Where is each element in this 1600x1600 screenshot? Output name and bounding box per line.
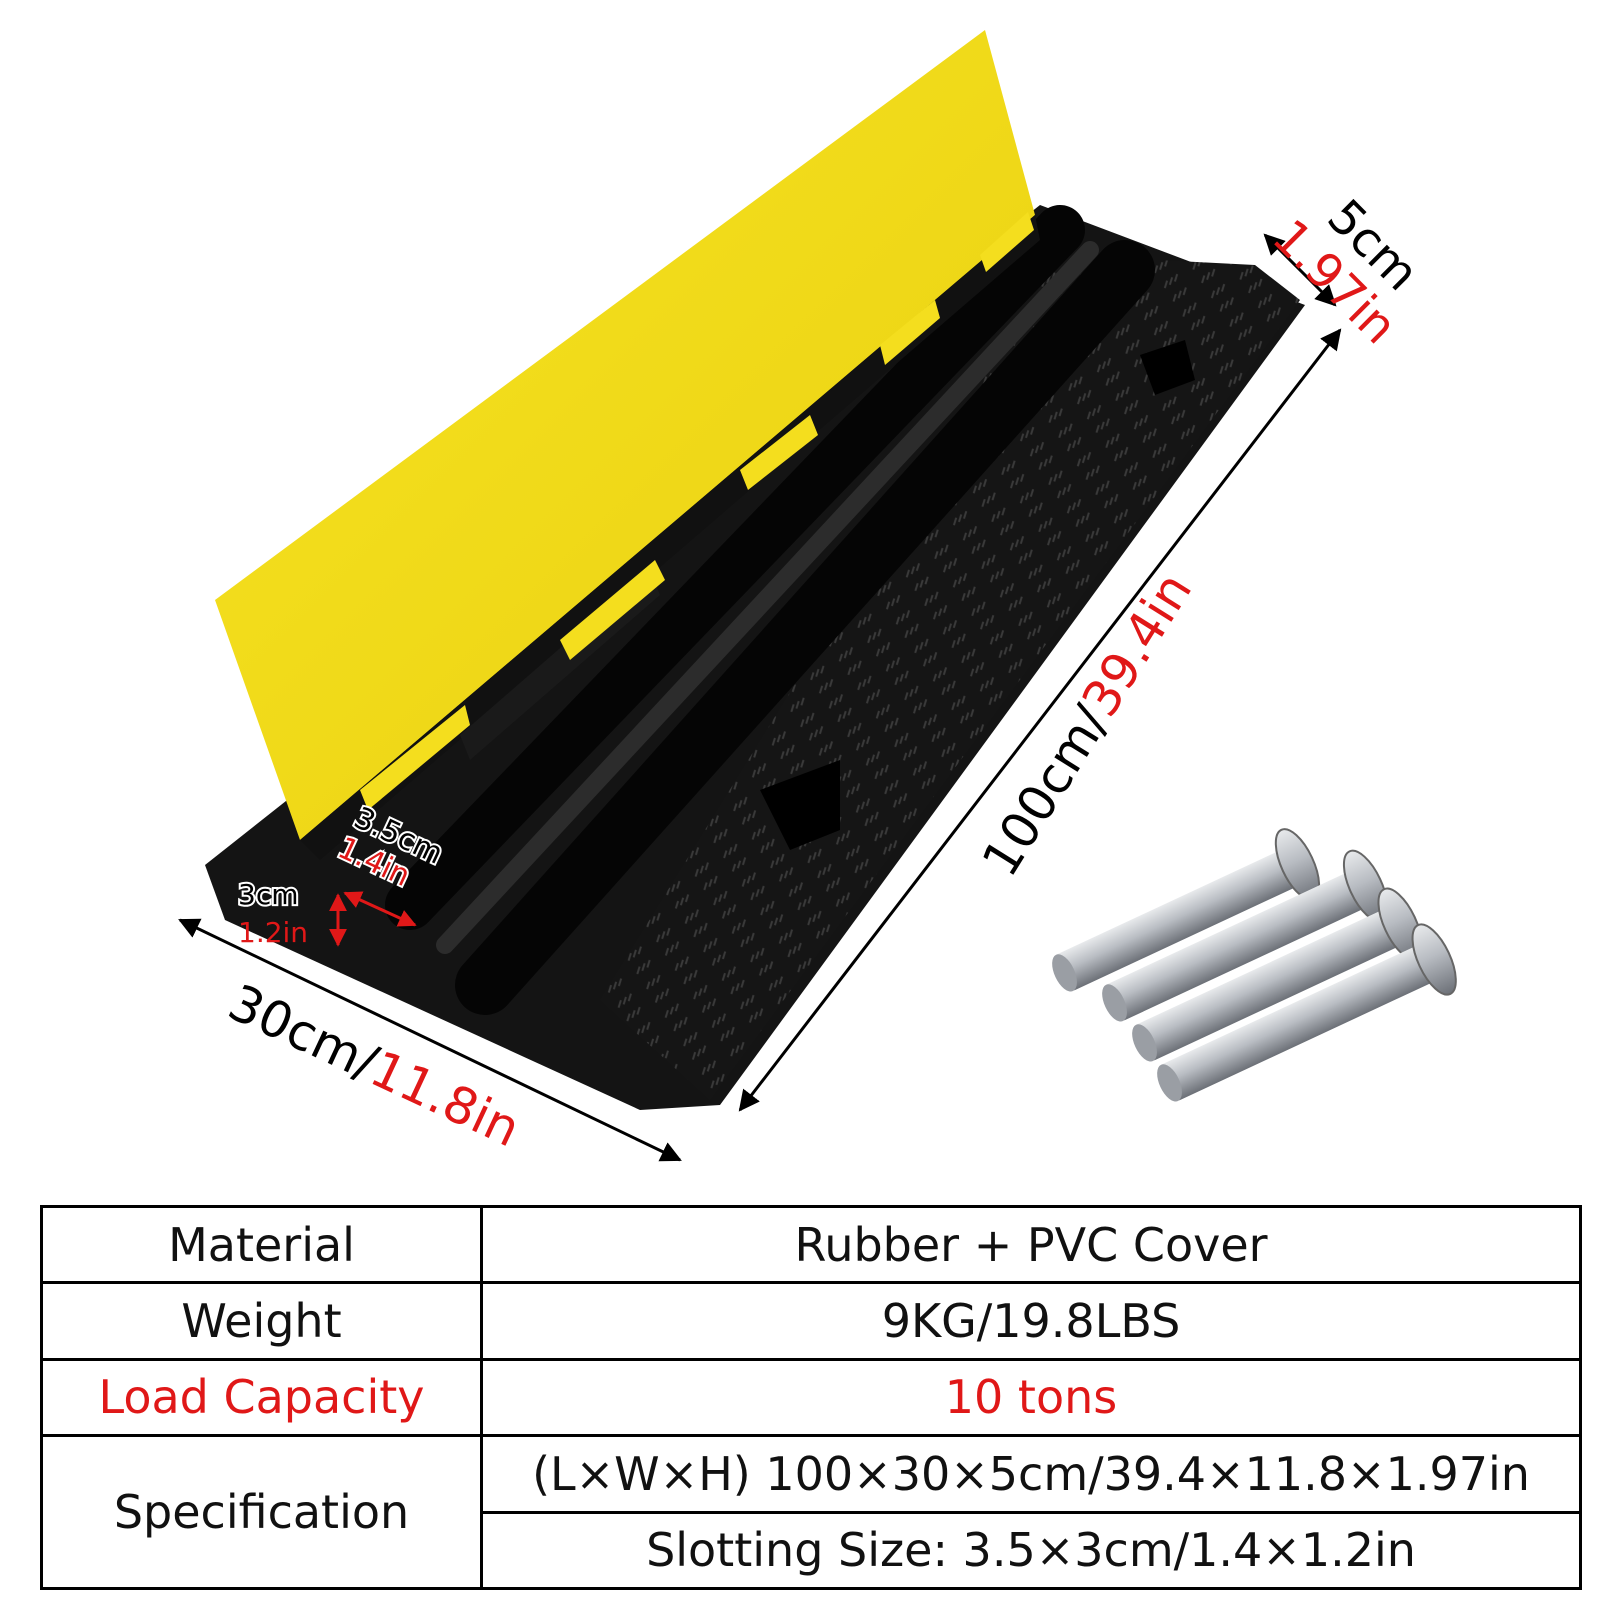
slot-width-arrow <box>343 891 417 927</box>
slot-height-label-in: 1.2in <box>238 916 308 949</box>
row-label: Load Capacity <box>40 1357 483 1438</box>
table-row: Material Rubber + PVC Cover <box>40 1204 1582 1285</box>
slot-height-label-cm: 3cm <box>238 878 298 911</box>
table-row: Specification (L×W×H) 100×30×5cm/39.4×11… <box>40 1434 1582 1590</box>
table-row: Slotting Size: 3.5×3cm/1.4×1.2in <box>42 1510 1582 1591</box>
row-value: Slotting Size: 3.5×3cm/1.4×1.2in <box>480 1510 1582 1591</box>
row-value: 9KG/19.8LBS <box>480 1281 1582 1361</box>
row-value: 10 tons <box>480 1357 1582 1438</box>
expansion-bolts <box>1052 828 1457 1102</box>
spec-table: Material Rubber + PVC Cover Weight 9KG/1… <box>40 1204 1582 1591</box>
width-label-cm: 30cm/ <box>220 973 387 1092</box>
width-dimension-arrow <box>178 918 682 1162</box>
product-illustration: 5cm 1.97in 100cm/39.4in 30cm/11.8in 3.5c… <box>178 30 1457 1162</box>
yellow-cover-lid <box>215 30 1035 840</box>
row-label: Weight <box>40 1281 483 1361</box>
table-row: Weight 9KG/19.8LBS <box>40 1281 1582 1361</box>
table-row: Load Capacity 10 tons <box>40 1357 1582 1438</box>
width-label-in: 11.8in <box>362 1040 529 1159</box>
row-value: (L×W×H) 100×30×5cm/39.4×11.8×1.97in <box>480 1434 1582 1514</box>
height-dimension-arrow <box>1263 233 1337 307</box>
row-label: Material <box>40 1204 483 1285</box>
length-dimension-arrow <box>738 328 1342 1112</box>
row-value: Rubber + PVC Cover <box>480 1204 1582 1285</box>
row-label: Specification <box>40 1434 483 1590</box>
